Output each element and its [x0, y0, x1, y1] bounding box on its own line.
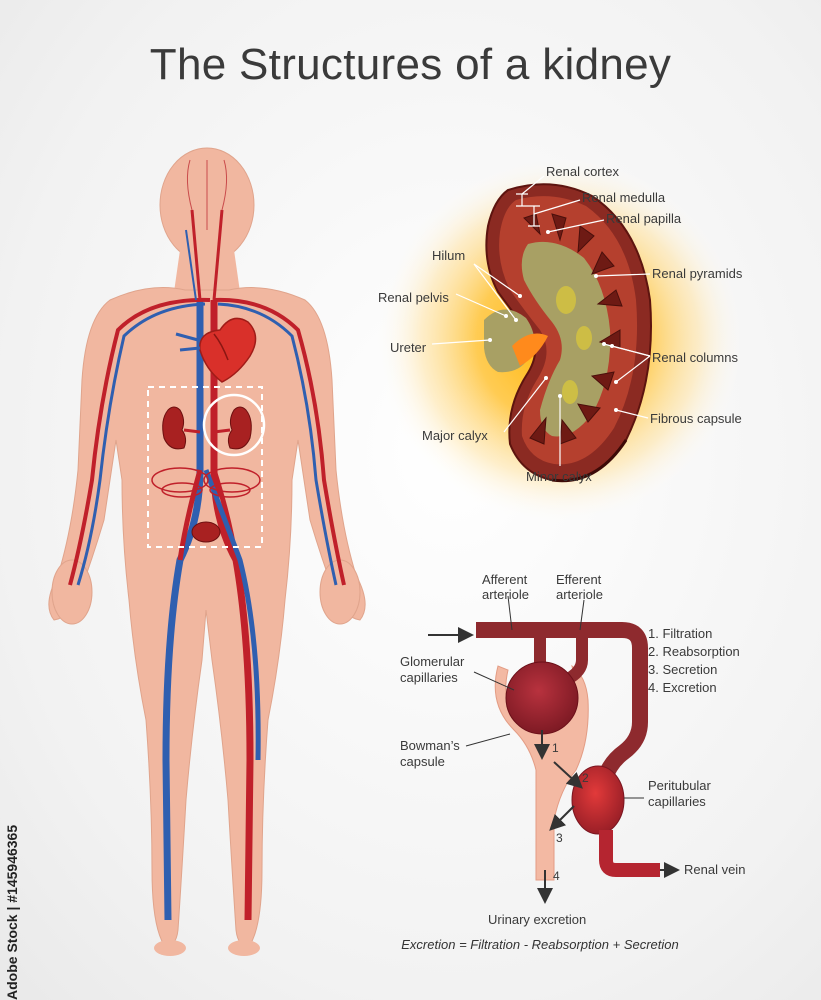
process-item-2: 2. Reabsorption	[648, 644, 740, 659]
label-bowman-2: capsule	[400, 754, 445, 769]
kidney-cross-section	[375, 155, 745, 525]
label-efferent-2: arteriole	[556, 587, 603, 602]
label-fibrous-capsule: Fibrous capsule	[650, 411, 742, 426]
label-hilum: Hilum	[432, 248, 465, 263]
label-renal-medulla: Renal medulla	[582, 190, 666, 205]
peritubular-capillaries	[571, 765, 625, 835]
kidney-leader-dots	[488, 230, 618, 412]
label-renal-papilla: Renal papilla	[606, 211, 682, 226]
bladder-icon	[191, 521, 221, 543]
label-peritubular-2: capillaries	[648, 794, 706, 809]
step-3-label: 3	[556, 831, 563, 845]
intestine-icon	[151, 467, 261, 498]
highlight-box	[147, 386, 263, 548]
label-minor-calyx: Minor calyx	[526, 469, 592, 484]
step-1-label: 1	[552, 741, 559, 755]
label-ureter: Ureter	[390, 340, 427, 355]
process-item-1: 1. Filtration	[648, 626, 712, 641]
label-urinary-excretion: Urinary excretion	[488, 912, 586, 927]
process-item-3: 3. Secretion	[648, 662, 717, 677]
stock-credit: Adobe Stock | #145946365	[4, 824, 20, 1000]
human-body-figure	[48, 147, 366, 956]
heart-icon	[175, 317, 257, 383]
label-renal-cortex: Renal cortex	[546, 164, 619, 179]
label-bowman-1: Bowman’s	[400, 738, 460, 753]
page-title: The Structures of a kidney	[149, 40, 672, 89]
label-renal-vein: Renal vein	[684, 862, 745, 877]
highlight-circle	[202, 393, 266, 457]
nephron-diagram	[428, 595, 680, 904]
label-peritubular-1: Peritubular	[648, 778, 712, 793]
label-renal-pyramids: Renal pyramids	[652, 266, 743, 281]
label-renal-columns: Renal columns	[652, 350, 738, 365]
step-4-label: 4	[553, 869, 560, 883]
kidney-leader-lines	[431, 175, 651, 466]
glomerulus	[505, 661, 579, 735]
label-glomerular-2: capillaries	[400, 670, 458, 685]
label-afferent-1: Afferent	[482, 572, 528, 587]
label-major-calyx: Major calyx	[422, 428, 488, 443]
step-2-label: 2	[582, 771, 589, 785]
label-renal-pelvis: Renal pelvis	[378, 290, 449, 305]
label-glomerular-1: Glomerular	[400, 654, 465, 669]
label-efferent-1: Efferent	[556, 572, 602, 587]
formula-text: Excretion = Filtration - Reabsorption + …	[401, 937, 679, 952]
process-item-4: 4. Excretion	[648, 680, 717, 695]
body-kidneys-icon	[162, 406, 252, 450]
label-afferent-2: arteriole	[482, 587, 529, 602]
